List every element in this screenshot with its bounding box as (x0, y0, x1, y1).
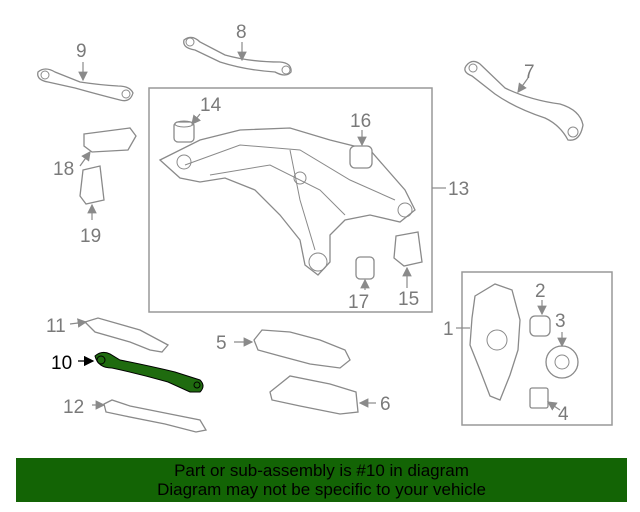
part-5-lower-arm[interactable] (234, 329, 351, 369)
part-10-control-arm[interactable] (78, 351, 204, 393)
info-banner: Part or sub-assembly is #10 in diagram D… (16, 458, 627, 502)
part-1-knuckle[interactable] (456, 283, 521, 401)
part-11-shield[interactable] (69, 317, 170, 353)
knuckle-group-box (461, 271, 613, 426)
part-4-shield[interactable] (529, 387, 561, 411)
part-17-bushing[interactable] (355, 256, 375, 290)
callout-12[interactable]: 12 (63, 397, 84, 418)
callout-14[interactable]: 14 (200, 95, 222, 116)
callout-7[interactable]: 7 (524, 62, 535, 83)
callout-9[interactable]: 9 (76, 41, 87, 62)
part-15-mount[interactable] (393, 231, 423, 288)
banner-line-1: Part or sub-assembly is #10 in diagram (174, 461, 469, 480)
part-7-control-arm[interactable] (464, 60, 584, 141)
part-14-bushing[interactable] (173, 113, 201, 143)
callout-6[interactable]: 6 (380, 394, 391, 415)
callout-4[interactable]: 4 (558, 404, 569, 425)
callout-8[interactable]: 8 (236, 22, 247, 43)
part-16-bushing[interactable] (349, 130, 373, 169)
callout-10[interactable]: 10 (51, 353, 72, 374)
part-3-hub[interactable] (545, 332, 579, 379)
part-8-control-arm[interactable] (183, 36, 292, 76)
part-6-shield[interactable] (269, 375, 376, 415)
callout-5[interactable]: 5 (216, 333, 227, 354)
part-18-bracket[interactable] (79, 127, 137, 167)
callout-1[interactable]: 1 (443, 319, 454, 340)
part-19-mount[interactable] (79, 165, 105, 220)
callout-2[interactable]: 2 (535, 281, 546, 302)
part-2-bushing[interactable] (529, 300, 551, 337)
callout-13[interactable]: 13 (448, 179, 469, 200)
part-12-shield[interactable] (92, 399, 208, 433)
subframe-group-box (148, 87, 433, 313)
callout-18[interactable]: 18 (53, 159, 74, 180)
callout-16[interactable]: 16 (350, 111, 371, 132)
callout-11[interactable]: 11 (46, 316, 66, 337)
callout-3[interactable]: 3 (555, 311, 566, 332)
callout-15[interactable]: 15 (398, 289, 419, 310)
callout-17[interactable]: 17 (348, 292, 369, 313)
callout-19[interactable]: 19 (80, 226, 101, 247)
part-9-control-arm[interactable] (37, 62, 134, 102)
banner-line-2: Diagram may not be specific to your vehi… (157, 480, 486, 499)
